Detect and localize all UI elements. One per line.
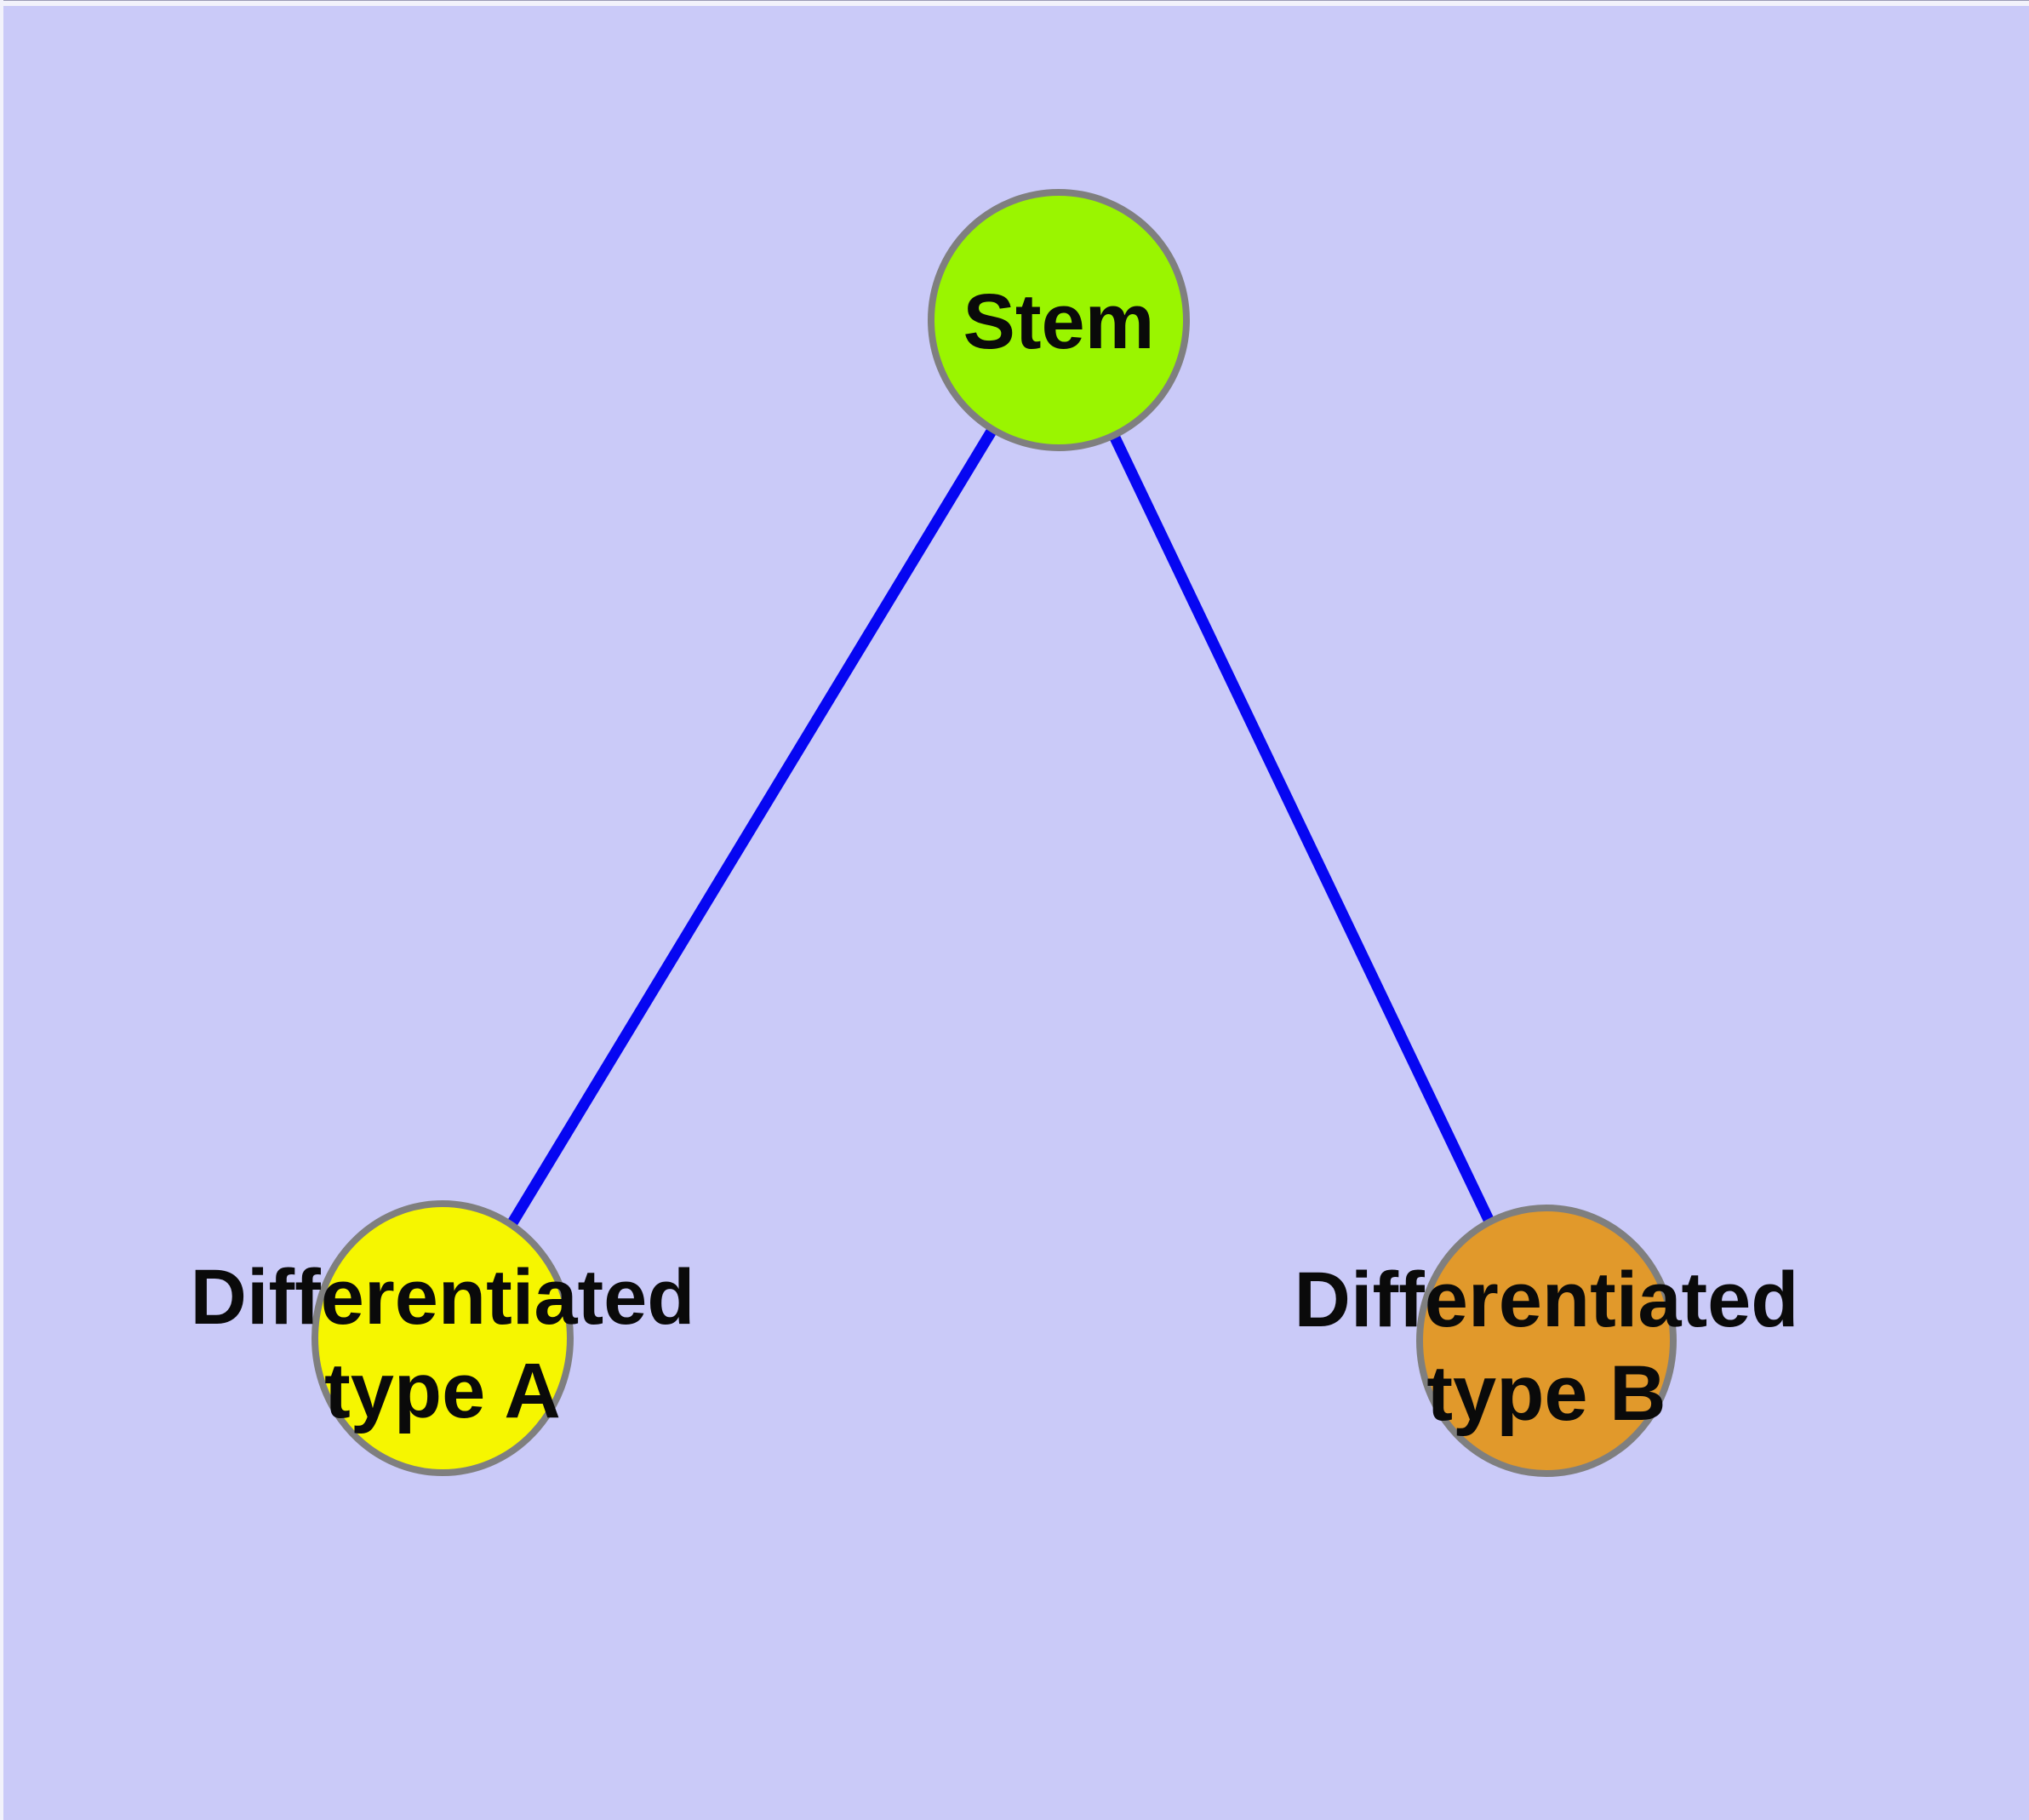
- node-differentiated-type-b: Differentiated type B: [1295, 1205, 1799, 1477]
- top-edge-highlight: [0, 0, 2029, 6]
- edge-stem-to-type-b: [1054, 318, 1552, 1343]
- node-type-a-label-line2: type A: [324, 1348, 561, 1434]
- node-type-b-label-line2: type B: [1426, 1350, 1666, 1437]
- node-type-b-circle: [1416, 1205, 1677, 1477]
- node-type-a-label-line1: Differentiated: [191, 1254, 695, 1341]
- node-type-a-circle: [311, 1200, 574, 1476]
- node-stem-circle: [928, 189, 1190, 451]
- node-stem: Stem: [928, 189, 1190, 451]
- node-type-b-label-line1: Differentiated: [1295, 1256, 1799, 1343]
- node-differentiated-type-a: Differentiated type A: [191, 1200, 695, 1476]
- left-edge-highlight: [0, 0, 3, 1820]
- edge-stem-to-type-a: [437, 317, 1064, 1342]
- node-stem-label: Stem: [963, 278, 1155, 365]
